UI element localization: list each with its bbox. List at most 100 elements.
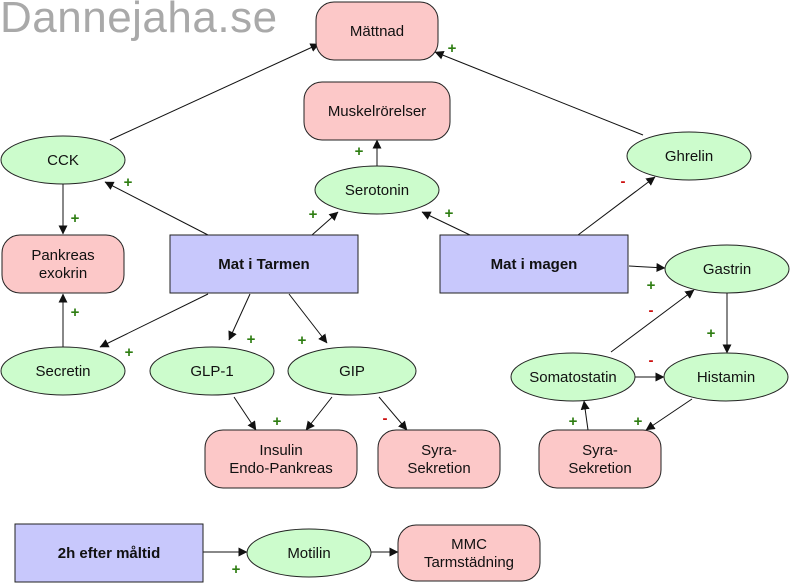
edge-sign-mat-tarmen-to-serotonin: +	[309, 206, 318, 223]
edge-sign-mat-tarmen-to-gip: +	[298, 332, 307, 349]
node-glp1: GLP-1	[149, 346, 275, 396]
node-insulin-label: Insulin	[259, 442, 302, 459]
node-motilin: Motilin	[246, 528, 372, 578]
node-mattnad: Mättnad	[315, 1, 439, 61]
node-syra1-shape	[377, 429, 501, 489]
edge-somatostatin-to-gastrin	[610, 289, 695, 353]
edges-layer	[58, 43, 732, 557]
node-efter: 2h efter måltid	[14, 523, 204, 583]
node-mat-tarmen-label: Mat i Tarmen	[218, 256, 309, 273]
edge-sign-serotonin-to-muskel: +	[355, 143, 364, 160]
node-motilin-shape	[246, 528, 372, 578]
node-serotonin: Serotonin	[314, 165, 440, 215]
node-histamin: Histamin	[663, 352, 789, 402]
node-motilin-label: Motilin	[287, 545, 330, 562]
edge-mat-tarmen-to-serotonin	[311, 211, 339, 236]
edge-mat-tarmen-to-gip	[288, 293, 328, 344]
node-syra1: Syra-Sekretion	[377, 429, 501, 489]
edge-mat-magen-to-gastrin	[628, 263, 666, 273]
edge-ghrelin-to-mattnad	[434, 50, 644, 136]
node-histamin-shape	[663, 352, 789, 402]
edge-sign-syra2-to-somatostatin: +	[569, 413, 578, 430]
node-mmc-label: Tarmstädning	[424, 554, 514, 571]
node-mmc-label: MMC	[451, 536, 487, 553]
node-syra1-label: Sekretion	[407, 460, 470, 477]
edge-sign-mat-tarmen-to-secretin: +	[125, 344, 134, 361]
node-glp1-shape	[149, 346, 275, 396]
edge-mat-tarmen-to-cck	[104, 181, 209, 236]
node-ghrelin-label: Ghrelin	[665, 148, 713, 165]
edge-sign-gip-to-syra1: -	[383, 410, 388, 427]
node-pankreas-shape	[1, 234, 125, 294]
node-mat-magen-label: Mat i magen	[491, 256, 578, 273]
edge-mat-magen-to-ghrelin	[577, 176, 656, 236]
node-syra1-label: Syra-	[421, 442, 457, 459]
node-ghrelin-shape	[626, 131, 752, 181]
node-insulin-shape	[204, 429, 358, 489]
edge-sign-mat-magen-to-serotonin: +	[445, 205, 454, 222]
edge-sign-glp1-to-insulin: +	[273, 413, 282, 430]
edge-sign-efter-to-motilin: +	[232, 561, 241, 578]
node-gip-label: GIP	[339, 363, 365, 380]
node-secretin: Secretin	[0, 346, 126, 396]
edge-cck-to-mattnad	[109, 43, 320, 141]
node-muskel-label: Muskelrörelser	[328, 103, 426, 120]
node-syra2-label: Syra-	[582, 442, 618, 459]
node-secretin-label: Secretin	[35, 363, 90, 380]
node-serotonin-shape	[314, 165, 440, 215]
node-serotonin-label: Serotonin	[345, 182, 409, 199]
node-cck: CCK	[0, 135, 126, 185]
node-gip: GIP	[287, 346, 417, 396]
edge-sign-somatostatin-to-histamin: -	[649, 352, 654, 369]
node-gip-shape	[287, 346, 417, 396]
node-mat-tarmen: Mat i Tarmen	[169, 234, 359, 294]
edge-sign-cck-to-pankreas: +	[71, 210, 80, 227]
edge-gip-to-insulin	[305, 396, 333, 431]
node-mattnad-label: Mättnad	[350, 23, 404, 40]
edge-glp1-to-insulin	[233, 396, 257, 431]
edge-mat-tarmen-to-glp1	[228, 293, 251, 341]
node-somatostatin: Somatostatin	[510, 352, 636, 402]
node-histamin-label: Histamin	[697, 369, 755, 386]
node-somatostatin-shape	[510, 352, 636, 402]
edge-sign-secretin-to-pankreas: +	[71, 304, 80, 321]
node-mmc-shape	[397, 524, 541, 582]
node-mattnad-shape	[315, 1, 439, 61]
node-pankreas-label: exokrin	[39, 265, 87, 282]
node-gastrin: Gastrin	[664, 244, 790, 294]
edge-sign-mat-tarmen-to-cck: +	[124, 174, 133, 191]
edge-sign-gastrin-to-histamin: +	[707, 325, 716, 342]
node-efter-label: 2h efter måltid	[58, 545, 161, 562]
node-ghrelin: Ghrelin	[626, 131, 752, 181]
node-secretin-shape	[0, 346, 126, 396]
node-glp1-label: GLP-1	[190, 363, 233, 380]
node-syra2-shape	[538, 429, 662, 489]
edge-sign-mat-magen-to-gastrin: +	[647, 277, 656, 294]
node-efter-shape	[14, 523, 204, 583]
edge-mat-tarmen-to-secretin	[99, 293, 209, 348]
signs-layer: ++++++-++++++-+--+++	[71, 40, 716, 578]
edge-sign-mat-magen-to-ghrelin: -	[621, 173, 626, 190]
watermark-text: Dannejaha.se	[0, 0, 278, 42]
node-muskel: Muskelrörelser	[303, 81, 451, 141]
node-mat-magen: Mat i magen	[439, 234, 629, 294]
edge-syra2-to-somatostatin	[580, 400, 590, 431]
edge-histamin-to-syra2	[645, 398, 693, 431]
node-somatostatin-label: Somatostatin	[529, 369, 617, 386]
node-muskel-shape	[303, 81, 451, 141]
edge-gip-to-syra1	[378, 396, 408, 431]
node-mat-tarmen-shape	[169, 234, 359, 294]
node-cck-label: CCK	[47, 152, 79, 169]
node-gastrin-label: Gastrin	[703, 261, 751, 278]
edge-sign-histamin-to-syra2: +	[634, 413, 643, 430]
node-syra2: Syra-Sekretion	[538, 429, 662, 489]
node-syra2-label: Sekretion	[568, 460, 631, 477]
edge-sign-mat-tarmen-to-glp1: +	[247, 331, 256, 348]
edge-sign-somatostatin-to-gastrin: -	[649, 302, 654, 319]
node-pankreas-label: Pankreas	[31, 247, 94, 264]
